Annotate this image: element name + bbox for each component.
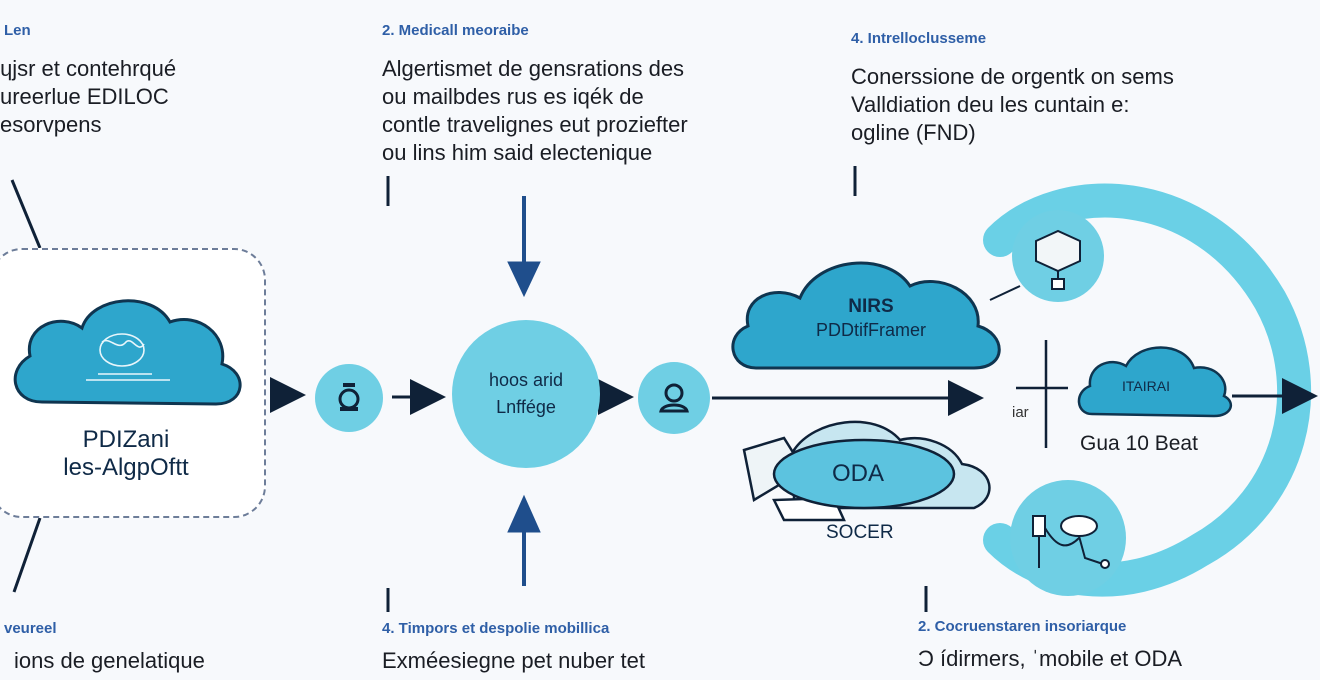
hub-label: Lnffége bbox=[496, 397, 556, 417]
caption-line: ou mailbdes rus es iqék de bbox=[382, 84, 644, 109]
caption-bottom-left: veureel ions de genelatique bbox=[0, 620, 205, 675]
caption-step: 4. Timpors et despolie mobillica bbox=[382, 620, 610, 637]
caption-line: esorvpens bbox=[0, 112, 102, 137]
link-cloud-to-device bbox=[989, 285, 1021, 301]
process-node-1 bbox=[315, 364, 383, 432]
caption-line: contle travelignes eut proziefter bbox=[382, 112, 688, 137]
caption-step: 4. Intrelloclusseme bbox=[851, 30, 987, 47]
oda-subtitle: SOCER bbox=[826, 522, 894, 543]
caption-step: Len bbox=[4, 22, 31, 39]
caption-top-right: 4. Intrelloclusseme Conerssione de orgen… bbox=[851, 30, 1174, 147]
caption-line: ou lins him said electenique bbox=[382, 140, 653, 165]
leader-line-bottom-left bbox=[12, 517, 42, 593]
arrow-down-into-hub bbox=[507, 196, 541, 298]
oda-shape bbox=[742, 420, 991, 522]
hub-label: hoos arid bbox=[488, 370, 564, 390]
cloud-title: NIRS bbox=[848, 296, 894, 317]
small-cloud-shape bbox=[1077, 346, 1233, 418]
device-circle-top bbox=[1012, 210, 1104, 302]
leader-line-top-left bbox=[10, 179, 42, 249]
node-label: PDIZani bbox=[82, 426, 170, 453]
central-hub: hoos arid Lnffége bbox=[452, 320, 600, 468]
caption-step: 2. Cocruenstaren insoriarque bbox=[918, 618, 1127, 635]
caption-top-left: Len ɥjsr et contehrqué ureerlue EDILOC e… bbox=[0, 22, 176, 139]
device-circle-bottom bbox=[1010, 480, 1126, 596]
cloud-nirs-shape bbox=[731, 261, 1001, 370]
caption-line: Conerssione de orgentk on sems bbox=[851, 64, 1174, 89]
timer-icon bbox=[338, 383, 360, 411]
cloud-subtitle: PDDtifFramer bbox=[815, 320, 926, 340]
caption-line: Algertismet de gensrations des bbox=[382, 56, 685, 81]
oda-title: ODA bbox=[832, 460, 885, 487]
caption-line: Ͻ ídirmers, ˈmobile et ODA bbox=[918, 646, 1183, 671]
cloud-nirs-label: NIRS PDDtifFramer bbox=[756, 296, 986, 341]
caption-line: Valldiation deu les cuntain e: bbox=[851, 92, 1130, 117]
caption-line: ɥjsr et contehrqué bbox=[0, 56, 177, 81]
sensor-equipment-icon bbox=[1032, 515, 1110, 569]
small-cloud-subtitle: Gua 10 Beat bbox=[1080, 432, 1198, 455]
junction-label: iar bbox=[1012, 404, 1029, 421]
small-cloud-title: ITAIRAI bbox=[1122, 378, 1170, 394]
arrow-up-into-hub bbox=[507, 494, 541, 586]
server-device-icon bbox=[1035, 229, 1081, 290]
caption-bottom-right: 2. Cocruenstaren insoriarque Ͻ ídirmers,… bbox=[918, 618, 1182, 673]
caption-line: ureerlue EDILOC bbox=[0, 84, 169, 109]
caption-bottom-center: 4. Timpors et despolie mobillica Exméesi… bbox=[382, 620, 645, 675]
caption-top-center: 2. Medicall meoraibe Algertismet de gens… bbox=[382, 22, 688, 167]
caption-line: ions de genelatique bbox=[14, 648, 205, 673]
cloud-icon bbox=[13, 299, 242, 406]
process-node-2 bbox=[638, 362, 710, 434]
user-icon bbox=[659, 383, 689, 413]
source-box-label: PDIZani les-AlgpOftt bbox=[20, 426, 232, 482]
node-label: les-AlgpOftt bbox=[63, 454, 189, 481]
caption-step: 2. Medicall meoraibe bbox=[382, 22, 529, 39]
caption-line: Exméesiegne pet nuber tet bbox=[382, 648, 645, 673]
circuit-brain-icon bbox=[86, 333, 170, 381]
caption-step: veureel bbox=[4, 620, 57, 637]
caption-line: ogline (FND) bbox=[851, 120, 976, 145]
